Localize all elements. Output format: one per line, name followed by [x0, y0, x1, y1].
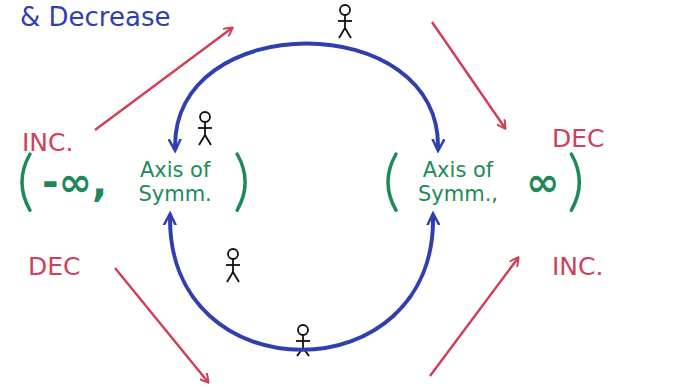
trend-label: INC.	[22, 128, 73, 157]
motion-arrow	[170, 214, 433, 350]
axis-bound: Axis of Symm.	[125, 158, 225, 206]
title-fragment: & Decrease	[20, 2, 170, 32]
trend-label: DEC	[28, 252, 81, 281]
axis-bound: Axis of Symm.,	[408, 158, 508, 206]
infinity-bound: -∞,	[42, 159, 107, 205]
pink-arrows	[95, 22, 518, 382]
interval-node: -∞, Axis of Symm.	[12, 152, 255, 212]
infinity-bound: ∞	[526, 159, 559, 205]
stick-figures	[198, 5, 352, 356]
motion-arrow	[175, 44, 438, 151]
interval-node: Axis of Symm., ∞	[378, 152, 589, 212]
trend-label: INC.	[552, 252, 603, 281]
trend-label: DEC	[552, 124, 605, 153]
